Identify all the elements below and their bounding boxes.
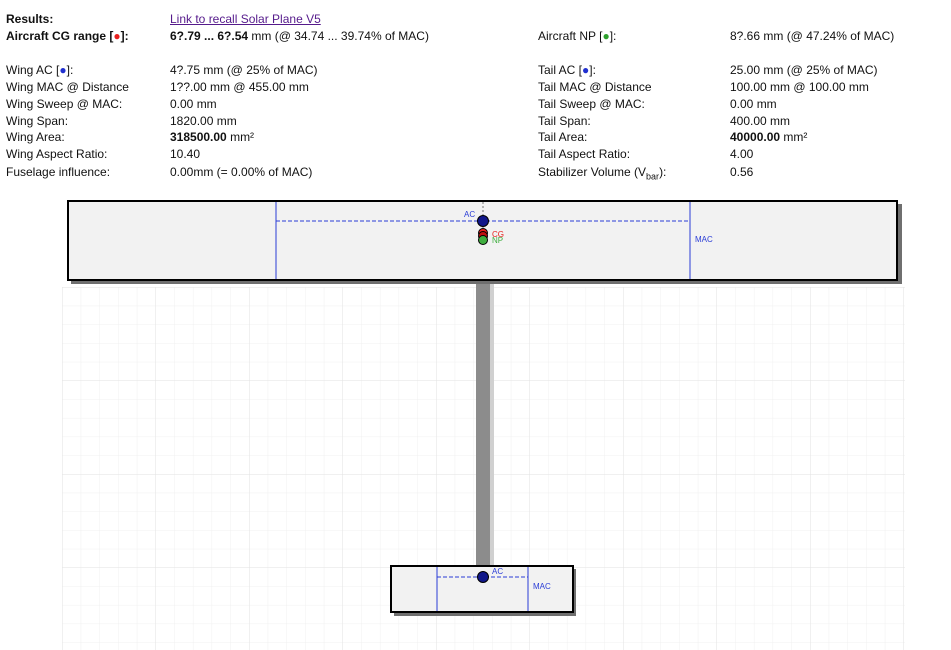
tail-mac-label: MAC (533, 582, 551, 591)
wing-ac-label: Wing AC [●]: (6, 63, 74, 77)
tail-mac-label: Tail MAC @ Distance (538, 80, 652, 94)
np-dot-icon: ● (602, 29, 610, 43)
tail-mac-value: 100.00 mm @ 100.00 mm (730, 80, 869, 94)
wing-cg-label: CG (492, 230, 504, 239)
tail-ac-value: 25.00 mm (@ 25% of MAC) (730, 63, 878, 77)
wing-area-label: Wing Area: (6, 130, 65, 144)
tail-area-value: 40000.00 mm² (730, 130, 808, 144)
wing-ac-marker-icon (477, 215, 489, 227)
wing-mac-value: 1??.00 mm @ 455.00 mm (170, 80, 309, 94)
wing-area-value: 318500.00 mm² (170, 130, 255, 144)
wing-ar-value: 10.40 (170, 147, 201, 161)
np-value: 8?.66 mm (@ 47.24% of MAC) (730, 29, 895, 43)
wing-ar-label: Wing Aspect Ratio: (6, 147, 108, 161)
fuselage-value: 0.00mm (= 0.00% of MAC) (170, 165, 313, 179)
wing-span-label: Wing Span: (6, 114, 69, 128)
wing-np-label: NP (492, 236, 503, 245)
tail-sweep-value: 0.00 mm (730, 97, 777, 111)
wing-mac-label: Wing MAC @ Distance (6, 80, 129, 94)
recall-link[interactable]: Link to recall Solar Plane V5 (170, 12, 321, 26)
tail-ac-marker-icon (477, 571, 489, 583)
wing-sweep-value: 0.00 mm (170, 97, 217, 111)
cg-range-value: 6?.79 ... 6?.54 mm (@ 34.74 ... 39.74% o… (170, 29, 429, 43)
tail-ac-label: AC (492, 567, 503, 576)
tail-span-label: Tail Span: (538, 114, 591, 128)
stabilizer-volume-label: Stabilizer Volume (Vbar): (538, 165, 667, 182)
wing-ac-value: 4?.75 mm (@ 25% of MAC) (170, 63, 318, 77)
cg-dot-icon: ● (113, 29, 121, 43)
tail-span-value: 400.00 mm (730, 114, 791, 128)
wing-mac-label: MAC (695, 235, 713, 244)
fuselage (476, 280, 490, 568)
tail-ar-value: 4.00 (730, 147, 754, 161)
cg-range-label: Aircraft CG range [●]: (6, 29, 129, 43)
tail-ac-label: Tail AC [●]: (538, 63, 596, 77)
np-marker-icon (478, 235, 488, 245)
tail-ac-dot-icon: ● (582, 63, 590, 77)
results-heading: Results: (6, 12, 54, 26)
tail-area-label: Tail Area: (538, 130, 588, 144)
wing-ac-dot-icon: ● (59, 63, 67, 77)
stabilizer-volume-value: 0.56 (730, 165, 754, 179)
fuselage-label: Fuselage influence: (6, 165, 111, 179)
tail-ar-label: Tail Aspect Ratio: (538, 147, 631, 161)
wing-sweep-label: Wing Sweep @ MAC: (6, 97, 123, 111)
np-label: Aircraft NP [●]: (538, 29, 617, 43)
wing-ac-label: AC (464, 210, 475, 219)
wing-span-value: 1820.00 mm (170, 114, 237, 128)
tail-sweep-label: Tail Sweep @ MAC: (538, 97, 645, 111)
